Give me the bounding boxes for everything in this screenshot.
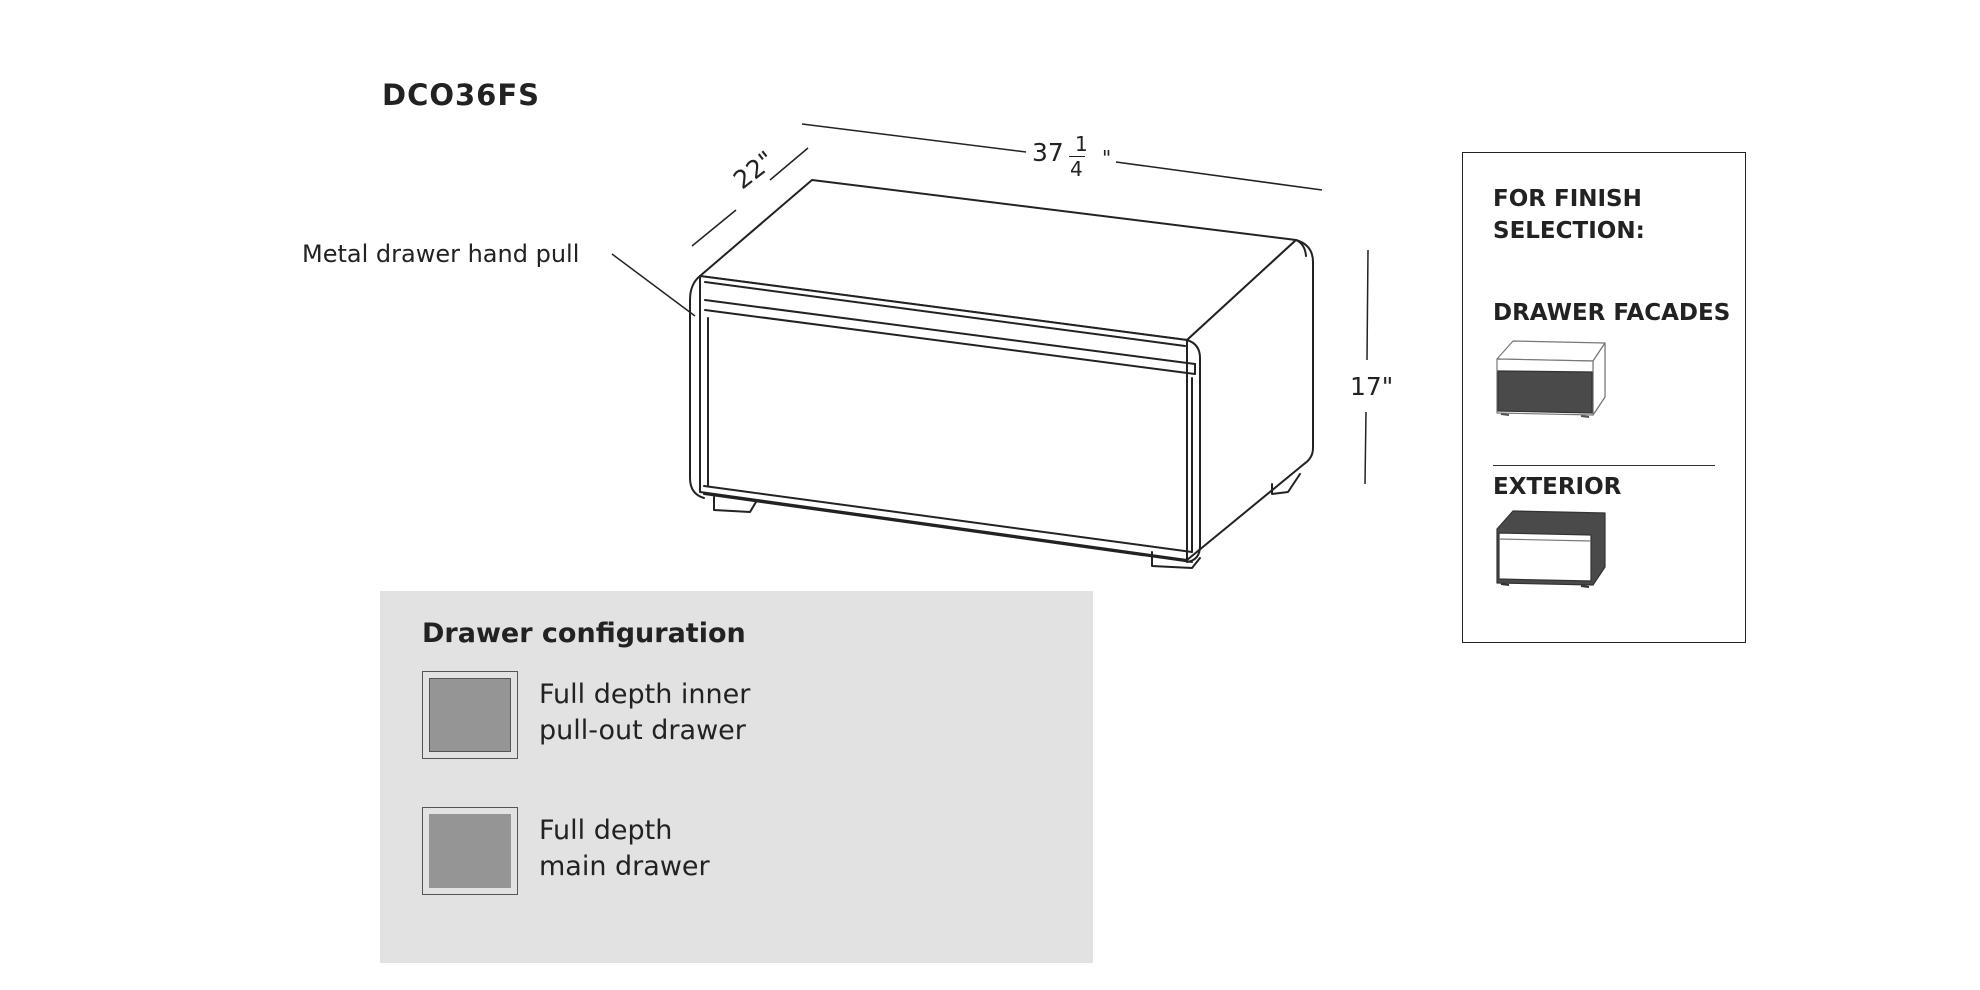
finish-divider <box>1493 465 1715 466</box>
fraction-bar <box>1069 156 1085 157</box>
finish-heading-line2: SELECTION: <box>1493 218 1645 244</box>
drawer-configuration-panel: Drawer configuration Full depth inner pu… <box>380 591 1093 963</box>
exterior-thumbnail[interactable] <box>1493 505 1613 597</box>
width-dimension-numerator: 1 <box>1075 132 1088 156</box>
callout-leader <box>611 253 696 317</box>
width-dimension-line <box>801 123 1323 191</box>
legend-item-main-drawer: Full depth main drawer <box>422 807 1022 899</box>
legend-text-line2: main drawer <box>539 851 710 882</box>
cabinet-side <box>1186 239 1314 561</box>
hand-pull-callout: Metal drawer hand pull <box>302 240 580 268</box>
drawer-configuration-title: Drawer configuration <box>422 618 746 649</box>
height-dimension: 17" <box>1350 372 1394 401</box>
width-dimension-unit: " <box>1102 146 1112 170</box>
drawer-hand-pull <box>704 281 1186 347</box>
drawer-facades-label: DRAWER FACADES <box>1493 300 1731 326</box>
legend-text-line1: Full depth <box>539 815 673 846</box>
finish-selection-panel: FOR FINISH SELECTION: DRAWER FACADES EXT… <box>1462 152 1746 643</box>
depth-dimension-line <box>691 147 809 247</box>
legend-text-line2: pull-out drawer <box>539 715 746 746</box>
drawer-facades-thumbnail[interactable] <box>1493 335 1613 427</box>
width-dimension-denominator: 4 <box>1070 157 1083 181</box>
exterior-label: EXTERIOR <box>1493 474 1622 500</box>
width-dimension-whole: 37 <box>1032 138 1064 167</box>
finish-heading-line1: FOR FINISH <box>1493 186 1642 212</box>
inner-drawer-swatch <box>422 671 518 759</box>
main-drawer-swatch <box>422 807 518 895</box>
legend-item-inner-drawer: Full depth inner pull-out drawer <box>422 671 1022 763</box>
legend-text-line1: Full depth inner <box>539 679 751 710</box>
model-number: DCO36FS <box>382 78 541 112</box>
height-dimension-line <box>1364 249 1369 485</box>
